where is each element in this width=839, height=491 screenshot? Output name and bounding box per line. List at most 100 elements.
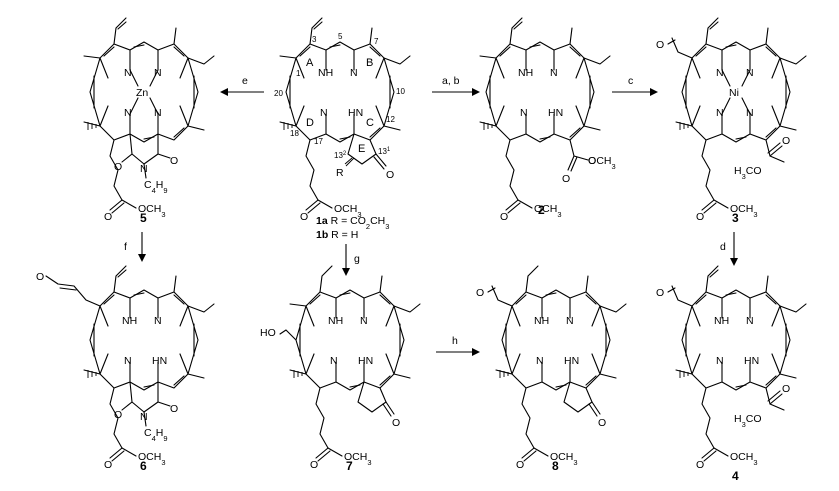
- ring-letter-e: E: [358, 143, 365, 155]
- locant-13-2: 132: [334, 151, 347, 160]
- svg-text:OCH3: OCH3: [534, 203, 562, 219]
- svg-text:N: N: [716, 67, 724, 79]
- label-1b: 1b R = H: [316, 229, 358, 241]
- svg-text:NH: NH: [518, 67, 533, 79]
- svg-text:OCH3: OCH3: [344, 451, 372, 467]
- svg-text:OCH3: OCH3: [730, 451, 758, 467]
- n-atom: N: [350, 67, 358, 79]
- arrow-g: g: [342, 244, 360, 276]
- svg-text:N: N: [716, 107, 724, 119]
- svg-text:N: N: [124, 67, 132, 79]
- svg-text:O: O: [170, 403, 178, 415]
- ring-letter-c: C: [366, 117, 374, 129]
- ketone-o: O: [386, 169, 394, 181]
- compound-4: NH N HN N O O H3CO O OCH3: [656, 265, 807, 471]
- svg-text:O: O: [598, 417, 606, 429]
- label-6: 6: [140, 459, 147, 473]
- svg-text:O: O: [782, 383, 790, 395]
- arrow-c: c: [612, 75, 658, 96]
- svg-text:O: O: [696, 211, 704, 223]
- ring-letter-a: A: [306, 57, 314, 69]
- svg-text:N: N: [124, 107, 132, 119]
- reagent-d: d: [720, 241, 726, 253]
- ring-letter-b: B: [366, 57, 373, 69]
- svg-text:H3CO: H3CO: [734, 413, 762, 429]
- locant-10: 10: [396, 87, 405, 96]
- arrow-e: e: [220, 75, 264, 96]
- svg-text:N: N: [716, 355, 724, 367]
- svg-text:O: O: [392, 417, 400, 429]
- reagent-e: e: [242, 75, 248, 87]
- locant-1: 1: [296, 69, 301, 78]
- svg-text:O: O: [500, 211, 508, 223]
- svg-text:C4H9: C4H9: [144, 179, 168, 195]
- svg-text:HN: HN: [564, 355, 579, 367]
- locant-17: 17: [314, 137, 323, 146]
- svg-text:O: O: [36, 271, 44, 283]
- label-7: 7: [346, 459, 353, 473]
- locant-5: 5: [338, 32, 343, 41]
- svg-text:N: N: [154, 315, 162, 327]
- label-2: 2: [538, 203, 545, 217]
- arrow-d: d: [720, 232, 738, 266]
- svg-text:O: O: [656, 39, 664, 51]
- ring-letter-d: D: [306, 117, 314, 129]
- svg-text:NH: NH: [714, 315, 729, 327]
- svg-text:N: N: [536, 355, 544, 367]
- svg-text:OCH3: OCH3: [138, 451, 166, 467]
- compound-5: N N N N Zn O O N C4H9 O OCH3: [83, 17, 215, 223]
- reagent-g: g: [354, 253, 360, 265]
- nh-atom: NH: [318, 67, 333, 79]
- svg-text:N: N: [746, 107, 754, 119]
- reagent-f: f: [124, 241, 127, 253]
- svg-text:O: O: [696, 459, 704, 471]
- hydroxyl: HO: [260, 327, 276, 339]
- label-5: 5: [140, 211, 147, 225]
- locant-18: 18: [290, 129, 299, 138]
- svg-text:O: O: [170, 155, 178, 167]
- svg-text:N: N: [550, 67, 558, 79]
- svg-text:NH: NH: [534, 315, 549, 327]
- svg-text:O: O: [562, 173, 570, 185]
- svg-text:N: N: [330, 355, 338, 367]
- label-8: 8: [552, 459, 559, 473]
- svg-text:N: N: [746, 67, 754, 79]
- svg-text:OOCH3: OOCH3: [588, 155, 616, 171]
- svg-text:O: O: [310, 459, 318, 471]
- reagent-h: h: [452, 335, 458, 347]
- svg-text:HN: HN: [744, 355, 759, 367]
- svg-text:O: O: [656, 287, 664, 299]
- svg-text:OCH3: OCH3: [550, 451, 578, 467]
- hn-atom: HN: [348, 107, 363, 119]
- label-3: 3: [732, 211, 739, 225]
- svg-text:OCH3: OCH3: [138, 203, 166, 219]
- label-4: 4: [732, 469, 739, 483]
- svg-text:OCH3: OCH3: [730, 203, 758, 219]
- ni-atom: Ni: [729, 87, 739, 99]
- ester-o: O: [300, 211, 308, 223]
- ester-och3: OCH3: [334, 203, 362, 219]
- svg-text:O: O: [782, 135, 790, 147]
- svg-text:N: N: [520, 107, 528, 119]
- svg-text:N: N: [140, 163, 148, 175]
- locant-7: 7: [374, 37, 379, 46]
- svg-text:C4H9: C4H9: [144, 427, 168, 443]
- arrow-h: h: [436, 335, 480, 356]
- reagent-c: c: [628, 75, 633, 87]
- compound-3: N N N N Ni O O H3CO O OCH3: [656, 17, 807, 223]
- compound-1: NH N HN N A B C D E 3 5 7 1 20 10 18 17 …: [274, 17, 411, 223]
- n-atom: N: [320, 107, 328, 119]
- svg-text:O: O: [114, 161, 122, 173]
- svg-text:N: N: [154, 107, 162, 119]
- svg-text:O: O: [104, 211, 112, 223]
- svg-text:HN: HN: [548, 107, 563, 119]
- reagent-a-b: a, b: [442, 75, 460, 87]
- svg-text:O: O: [104, 459, 112, 471]
- svg-text:H3CO: H3CO: [734, 165, 762, 181]
- svg-text:O: O: [476, 287, 484, 299]
- compound-8: NH N HN N O O O OCH3: [476, 265, 627, 471]
- locant-20: 20: [274, 89, 283, 98]
- svg-text:N: N: [746, 315, 754, 327]
- label-1a: 1a R = CO2CH3: [316, 215, 389, 231]
- svg-text:HN: HN: [152, 355, 167, 367]
